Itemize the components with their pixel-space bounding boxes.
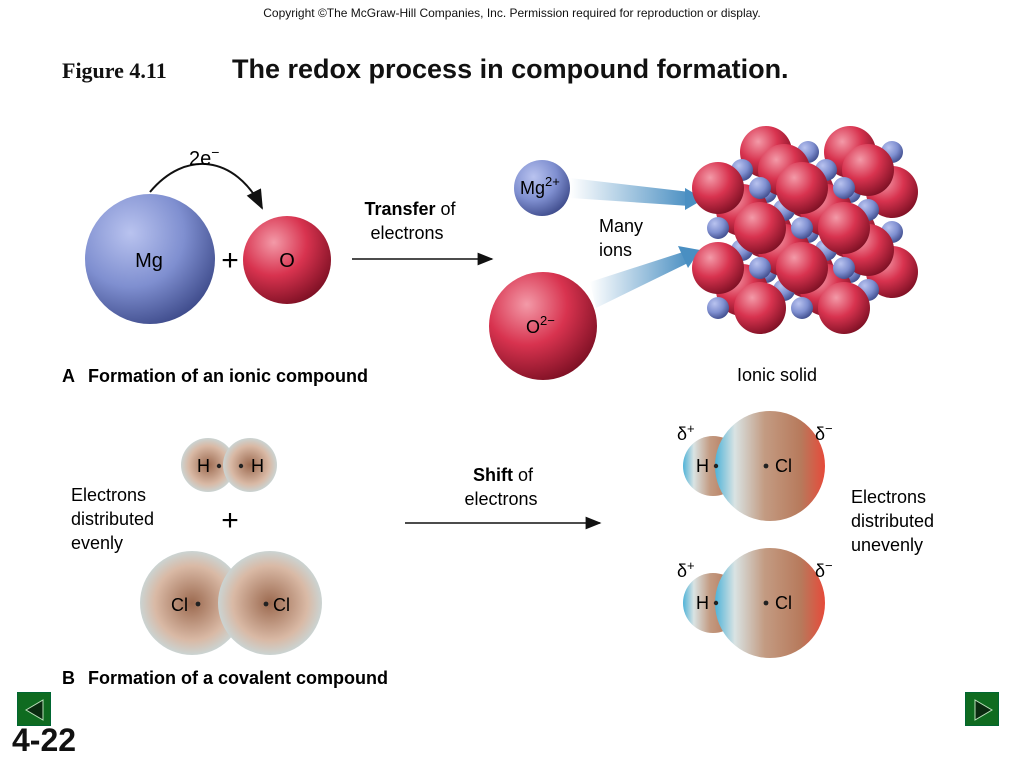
magnesium-ion-sphere: [791, 297, 813, 319]
oxide-ion-sphere: [818, 202, 870, 254]
hcl-molecule-top: [683, 411, 825, 521]
mg-ion-beam: [570, 178, 690, 206]
o-ion-beam: [590, 252, 690, 308]
delta-plus-top: δ+: [677, 421, 695, 444]
o-label: O: [279, 250, 295, 272]
magnesium-ion-sphere: [791, 217, 813, 239]
oxide-ion-sphere: [842, 144, 894, 196]
mg-ion-label: Mg2+: [520, 174, 560, 198]
h2-right-h: H: [251, 456, 264, 476]
hcl-top-h: H: [696, 456, 709, 476]
transfer-label-line2: electrons: [370, 223, 443, 243]
even-distribution-label-2: distributed: [71, 509, 154, 529]
magnesium-atom: [85, 194, 215, 324]
even-distribution-label-3: evenly: [71, 533, 123, 553]
electron-transfer-arrow: [149, 162, 263, 210]
copyright-notice: Copyright ©The McGraw-Hill Companies, In…: [263, 6, 761, 20]
slide-number: 4-22: [12, 722, 77, 758]
many-ions-label: Many: [599, 216, 643, 236]
uneven-distribution-label: Electrons: [851, 487, 926, 507]
oxide-ion-sphere: [818, 282, 870, 334]
magnesium-ion-sphere: [833, 257, 855, 279]
h2-left-h: H: [197, 456, 210, 476]
magnesium-ion-sphere: [707, 297, 729, 319]
transfer-label: Transfer of: [364, 199, 456, 219]
magnesium-ion-sphere: [707, 217, 729, 239]
delta-minus-bottom: δ−: [815, 558, 833, 581]
cl2-left-cl: Cl: [171, 595, 188, 615]
plus-sign-a: +: [221, 244, 239, 277]
oxide-ion-sphere: [776, 242, 828, 294]
oxide-ion: [489, 272, 597, 380]
electron-label: 2e−: [189, 144, 219, 170]
uneven-distribution-label-2: distributed: [851, 511, 934, 531]
many-ions-label-line2: ions: [599, 240, 632, 260]
oxide-ion-sphere: [734, 202, 786, 254]
previous-slide-button[interactable]: [17, 692, 51, 726]
hcl-bottom-cl: Cl: [775, 593, 792, 613]
cl2-molecule: [140, 551, 322, 655]
hcl-bottom-h: H: [696, 593, 709, 613]
figure-label: Figure 4.11: [62, 58, 167, 83]
magnesium-ion-sphere: [749, 257, 771, 279]
o-ion-beam-head: [678, 246, 700, 268]
plus-sign-b: +: [221, 504, 239, 537]
left-triangle-icon: [25, 699, 44, 721]
figure-title: The redox process in compound formation.: [232, 54, 789, 84]
magnesium-ion-sphere: [749, 177, 771, 199]
mg-label: Mg: [135, 250, 163, 272]
oxide-ion-sphere: [692, 242, 744, 294]
oxide-ion-label: O2−: [526, 313, 555, 337]
uneven-distribution-label-3: unevenly: [851, 535, 923, 555]
right-triangle-icon: [974, 699, 993, 721]
oxide-ion-sphere: [734, 282, 786, 334]
h2-molecule: [181, 438, 277, 492]
hcl-top-cl: Cl: [775, 456, 792, 476]
shift-label: Shift of: [473, 465, 534, 485]
hcl-molecule-bottom: [683, 548, 825, 658]
delta-plus-bottom: δ+: [677, 558, 695, 581]
mg-ion: [514, 160, 570, 216]
ionic-solid-label: Ionic solid: [737, 365, 817, 385]
cl2-right-cl: Cl: [273, 595, 290, 615]
oxygen-atom: [243, 216, 331, 304]
even-distribution-label: Electrons: [71, 485, 146, 505]
shift-label-line2: electrons: [464, 489, 537, 509]
ionic-solid-lattice: [692, 126, 918, 334]
next-slide-button[interactable]: [965, 692, 999, 726]
oxide-ion-sphere: [692, 162, 744, 214]
magnesium-ion-sphere: [833, 177, 855, 199]
delta-minus-top: δ−: [815, 421, 833, 444]
oxide-ion-sphere: [776, 162, 828, 214]
